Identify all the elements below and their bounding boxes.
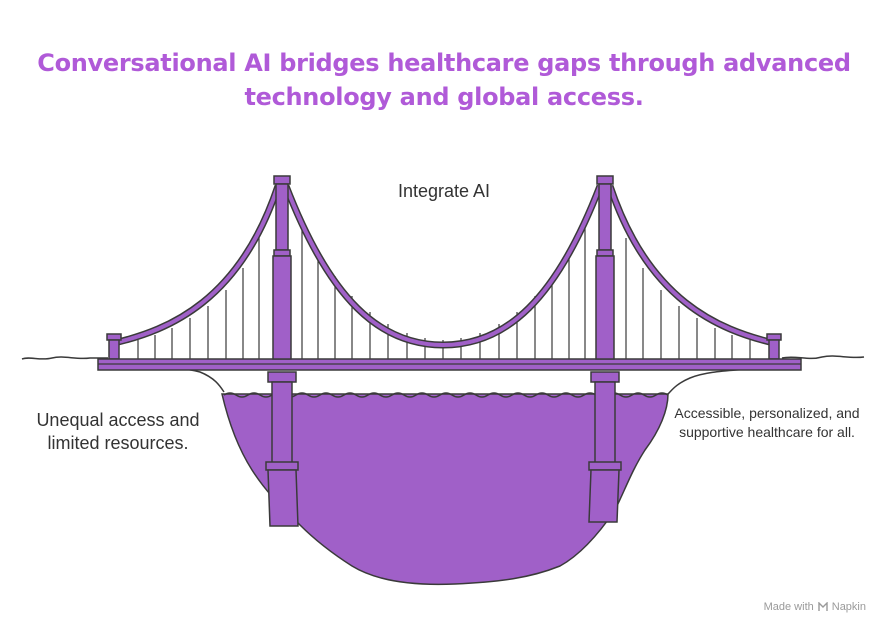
watermark[interactable]: Made with Napkin — [764, 601, 866, 613]
diagram-title: Conversational AI bridges healthcare gap… — [37, 49, 851, 111]
watermark-prefix: Made with — [763, 601, 814, 613]
left-end-post — [106, 333, 122, 360]
left-bank-label: Unequal access and limited resources. — [36, 410, 200, 453]
left-tower — [272, 175, 292, 360]
right-tower-base — [588, 371, 622, 523]
left-tower-base — [265, 371, 299, 527]
napkin-logo-icon — [818, 602, 828, 611]
watermark-brand: Napkin — [831, 601, 866, 613]
suspension-hangers — [137, 220, 751, 359]
bridge-deck — [97, 358, 802, 371]
right-ground-line — [781, 355, 865, 360]
center-label: Integrate AI — [397, 181, 491, 201]
left-ground-line — [21, 356, 108, 360]
right-end-post — [766, 333, 782, 360]
main-cables — [113, 184, 775, 349]
water-basin — [221, 393, 669, 586]
right-tower — [595, 175, 615, 360]
right-bank-label: Accessible, personalized, and supportive… — [674, 405, 860, 440]
